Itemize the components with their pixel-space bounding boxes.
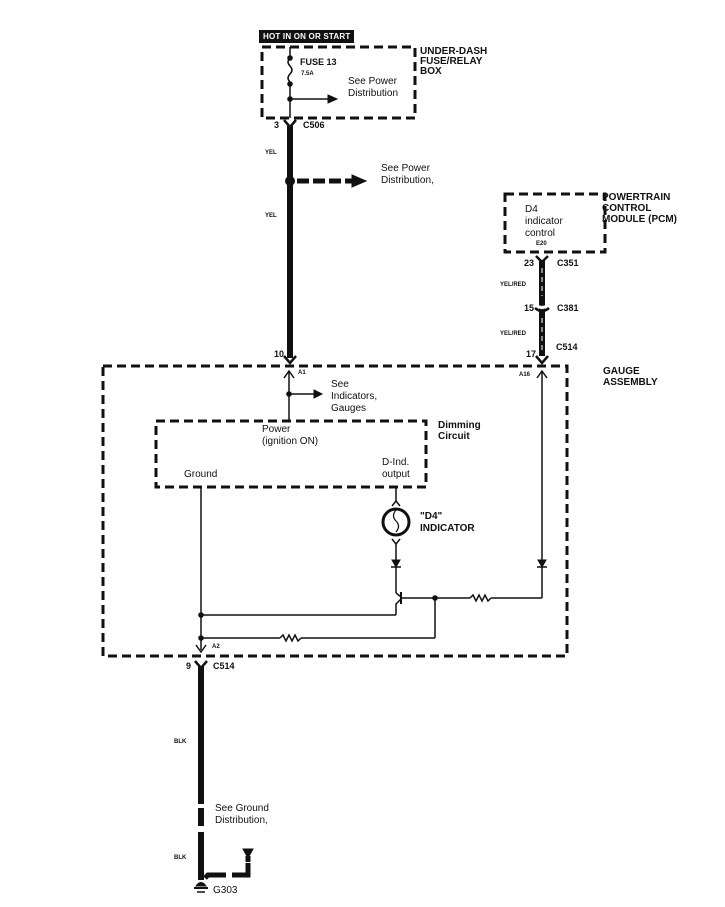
splice-note-l2: Distribution,	[381, 175, 434, 186]
gauge-assembly-label-l1: GAUGE	[603, 366, 640, 377]
dimming-output-l2: output	[382, 469, 410, 480]
dimming-label-l1: Dimming	[438, 420, 481, 431]
c506-connector-symbol	[283, 119, 297, 129]
resistor-lower	[279, 633, 302, 643]
wire-yel-1: YEL	[265, 150, 277, 156]
gauge-assembly-outline	[101, 364, 569, 658]
see-power-dist-1-l1: See Power	[348, 76, 397, 87]
d4-indicator-bulb	[381, 507, 411, 537]
dimming-output-l1: D-Ind.	[382, 457, 410, 468]
c514-pin17-symbol	[535, 355, 549, 365]
ground-branch-2	[232, 863, 251, 878]
splice-note-l1: See Power	[381, 163, 430, 174]
hot-in-on-or-start-tag: HOT IN ON OR START	[259, 30, 355, 43]
transistor-collector	[395, 592, 402, 598]
dimming-power-l1: Power	[262, 424, 291, 435]
a1-arrow	[283, 369, 295, 379]
pcm-inner-l3: control	[525, 228, 556, 239]
d4-indicator-label-l1: "D4"	[420, 511, 443, 522]
c514-pin10-symbol	[283, 355, 297, 365]
c381-pin: 15	[524, 303, 535, 313]
fuse-node-bottom	[287, 81, 293, 87]
pcm-terminal-e20: E20	[536, 241, 547, 247]
indicators-arrowhead	[313, 389, 324, 399]
dimming-power-l2: (ignition ON)	[262, 436, 319, 447]
fuse-box-outline	[260, 45, 417, 120]
fuse-13-label: FUSE 13	[300, 57, 337, 67]
c381-name: C381	[557, 303, 579, 313]
see-indicators-l3: Gauges	[331, 403, 367, 414]
c514-pin10: 10	[274, 349, 285, 359]
fuse-13-symbol	[287, 57, 293, 83]
pcm-inner-l2: indicator	[525, 216, 563, 227]
terminal-a2: A2	[212, 644, 220, 650]
pcm-inner-l1: D4	[525, 204, 538, 215]
c514-pin9: 9	[186, 661, 192, 671]
terminal-a16: A16	[519, 372, 531, 378]
wire-yelred-2: YEL/RED	[500, 331, 527, 337]
see-power-dist-1-l2: Distribution	[348, 88, 399, 99]
see-ground-l1: See Ground	[215, 803, 269, 814]
fuse-rating: 7.5A	[301, 71, 314, 77]
c381-connector-symbol	[534, 307, 550, 313]
fuse-box-label-l3: BOX	[420, 66, 442, 77]
c514-bottom-name: C514	[213, 661, 235, 671]
see-ground-l2: Distribution,	[215, 815, 268, 826]
pcm-label-l2: CONTROL	[602, 203, 652, 214]
pcm-label-l1: POWERTRAIN	[602, 192, 671, 203]
transistor-emitter	[395, 598, 402, 615]
d4-indicator-label-l2: INDICATOR	[420, 523, 475, 534]
power-dist-arrowhead	[327, 94, 339, 104]
dimming-circuit-outline	[154, 419, 428, 489]
wire-blk-1: BLK	[174, 739, 187, 745]
diode-right	[537, 559, 547, 569]
see-indicators-l1: See	[331, 379, 349, 390]
splice-arrowhead	[351, 174, 368, 188]
ground-branch-arrow	[242, 848, 254, 860]
c514-pin17: 17	[526, 349, 537, 359]
c351-name: C351	[557, 258, 579, 268]
see-indicators-l2: Indicators,	[331, 391, 378, 402]
fuse-box-label-l1: UNDER-DASH	[420, 46, 488, 57]
fuse-box-label-l2: FUSE/RELAY	[420, 56, 483, 67]
c506-pin: 3	[274, 120, 280, 130]
resistor-base	[469, 593, 492, 603]
wire-yel-2: YEL	[265, 213, 277, 219]
bulb-top-connector	[391, 499, 401, 507]
ground-branch-1	[203, 872, 226, 880]
dimming-ground-label: Ground	[184, 469, 218, 480]
pcm-label-l3: MODULE (PCM)	[602, 214, 677, 225]
c351-pin: 23	[524, 258, 535, 268]
c506-name: C506	[303, 120, 325, 130]
splice-node	[285, 176, 295, 186]
c514-top-name: C514	[556, 342, 578, 352]
pcm-outline	[503, 192, 607, 254]
diode-left	[391, 559, 401, 569]
g303-label: G303	[213, 885, 238, 896]
a2-arrow	[195, 644, 207, 654]
dimming-label-l2: Circuit	[438, 431, 470, 442]
gauge-assembly-label-l2: ASSEMBLY	[603, 377, 658, 388]
fuse-node-top	[287, 55, 293, 61]
g303-ground-symbol	[195, 882, 207, 887]
wire-blk-2: BLK	[174, 855, 187, 861]
terminal-a1: A1	[298, 370, 306, 376]
bulb-filament	[392, 509, 400, 533]
c381-gap	[533, 302, 551, 309]
a16-arrow	[536, 369, 548, 379]
wire-yelred-1: YEL/RED	[500, 282, 527, 288]
